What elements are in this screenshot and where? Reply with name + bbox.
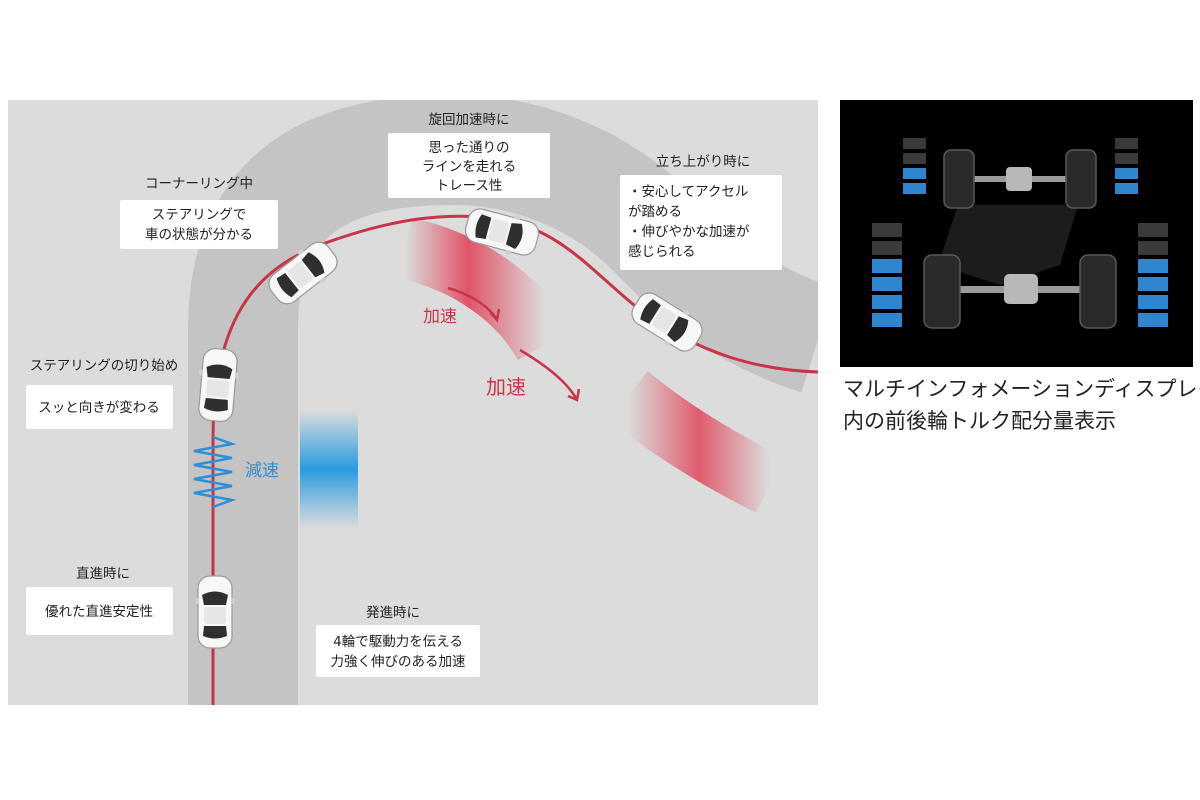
label-exit: 立ち上がり時に — [656, 154, 751, 170]
torque-bar-front-left-2 — [903, 153, 926, 164]
torque-bar-rear-left-2 — [872, 241, 902, 255]
caption-line-1: マルチインフォメーションディスプレイ — [843, 377, 1200, 401]
label-straight: 直進時に — [76, 566, 130, 582]
box-cornering: ステアリングで 車の状態が分かる — [120, 200, 278, 249]
box-turn-accel: 思った通りの ラインを走れる トレース性 — [388, 133, 550, 198]
torque-bars-front-left — [903, 138, 926, 194]
rear-differential — [1004, 274, 1038, 304]
accel-label-2: 加速 — [486, 375, 526, 399]
box-straight-line-1: 優れた直進安定性 — [45, 604, 153, 620]
torque-bars-front-right — [1115, 138, 1138, 194]
rear-right-wheel — [1079, 254, 1117, 329]
torque-bar-front-right-3 — [1115, 168, 1138, 179]
box-launch-line-1: 4輪で駆動力を伝える — [333, 633, 463, 650]
label-turn-accel: 旋回加速時に — [429, 112, 510, 128]
label-cornering: コーナーリング中 — [145, 176, 253, 192]
torque-bar-rear-left-3 — [872, 259, 902, 273]
box-steer-start: スッと向きが変わる — [26, 385, 173, 429]
box-exit-line-1: ・安心してアクセル — [628, 184, 748, 200]
accel-arrow-2 — [519, 348, 578, 399]
torque-bar-rear-right-3 — [1138, 259, 1168, 273]
accel-zone-1 — [397, 217, 573, 361]
box-turn-accel-line-3: トレース性 — [436, 178, 503, 194]
torque-bar-rear-right-2 — [1138, 241, 1168, 255]
torque-bar-front-right-2 — [1115, 153, 1138, 164]
box-launch-line-2: 力強く伸びのある加速 — [331, 654, 466, 670]
caption-line-2: 内の前後輪トルク配分量表示 — [843, 409, 1116, 433]
box-turn-accel-line-1: 思った通りの — [429, 140, 510, 156]
box-steer-start-line-1: スッと向きが変わる — [38, 399, 160, 416]
torque-bars-rear-left — [872, 223, 902, 327]
torque-bars-rear-right — [1138, 223, 1168, 327]
box-turn-accel-line-2: ラインを走れる — [422, 159, 517, 175]
torque-bar-front-left-4 — [903, 183, 926, 194]
label-launch: 発進時に — [366, 605, 420, 621]
torque-bar-rear-left-1 — [872, 223, 902, 237]
torque-bar-rear-right-4 — [1138, 277, 1168, 291]
box-launch: 4輪で駆動力を伝える 力強く伸びのある加速 — [316, 625, 480, 677]
label-steer-start: ステアリングの切り始め — [30, 358, 179, 374]
decel-label: 減速 — [245, 461, 279, 481]
box-exit-line-2: が踏める — [628, 204, 682, 220]
front-left-wheel — [943, 149, 975, 209]
box-cornering-line-1: ステアリングで — [152, 207, 247, 223]
box-cornering-line-2: 車の状態が分かる — [145, 227, 253, 243]
torque-bar-front-right-1 — [1115, 138, 1138, 149]
torque-bar-rear-left-4 — [872, 277, 902, 291]
accel-label-1: 加速 — [423, 307, 457, 327]
accel-arrow-2-head — [567, 388, 581, 402]
box-exit: ・安心してアクセル が踏める ・伸びやかな加速が 感じられる — [620, 175, 782, 270]
accel-arrow-1-head — [489, 308, 501, 323]
torque-bar-rear-right-5 — [1138, 295, 1168, 309]
rear-left-wheel — [923, 254, 961, 329]
box-exit-line-4: 感じられる — [628, 243, 696, 260]
decel-zone — [300, 410, 358, 528]
box-exit-line-3: ・伸びやかな加速が — [628, 224, 750, 240]
torque-bar-front-left-3 — [903, 168, 926, 179]
torque-bar-rear-right-1 — [1138, 223, 1168, 237]
torque-display — [840, 100, 1193, 367]
torque-bar-front-right-4 — [1115, 183, 1138, 194]
torque-bar-front-left-1 — [903, 138, 926, 149]
decel-zigzag — [193, 435, 237, 509]
torque-bar-rear-right-6 — [1138, 313, 1168, 327]
display-caption: マルチインフォメーションディスプレイ 内の前後輪トルク配分量表示 — [843, 373, 1200, 437]
front-right-wheel — [1065, 149, 1097, 209]
accel-zone-2 — [608, 371, 784, 513]
front-differential — [1006, 167, 1032, 191]
car-straight — [194, 575, 236, 649]
box-straight: 優れた直進安定性 — [26, 587, 173, 635]
torque-bar-rear-left-6 — [872, 313, 902, 327]
torque-bar-rear-left-5 — [872, 295, 902, 309]
